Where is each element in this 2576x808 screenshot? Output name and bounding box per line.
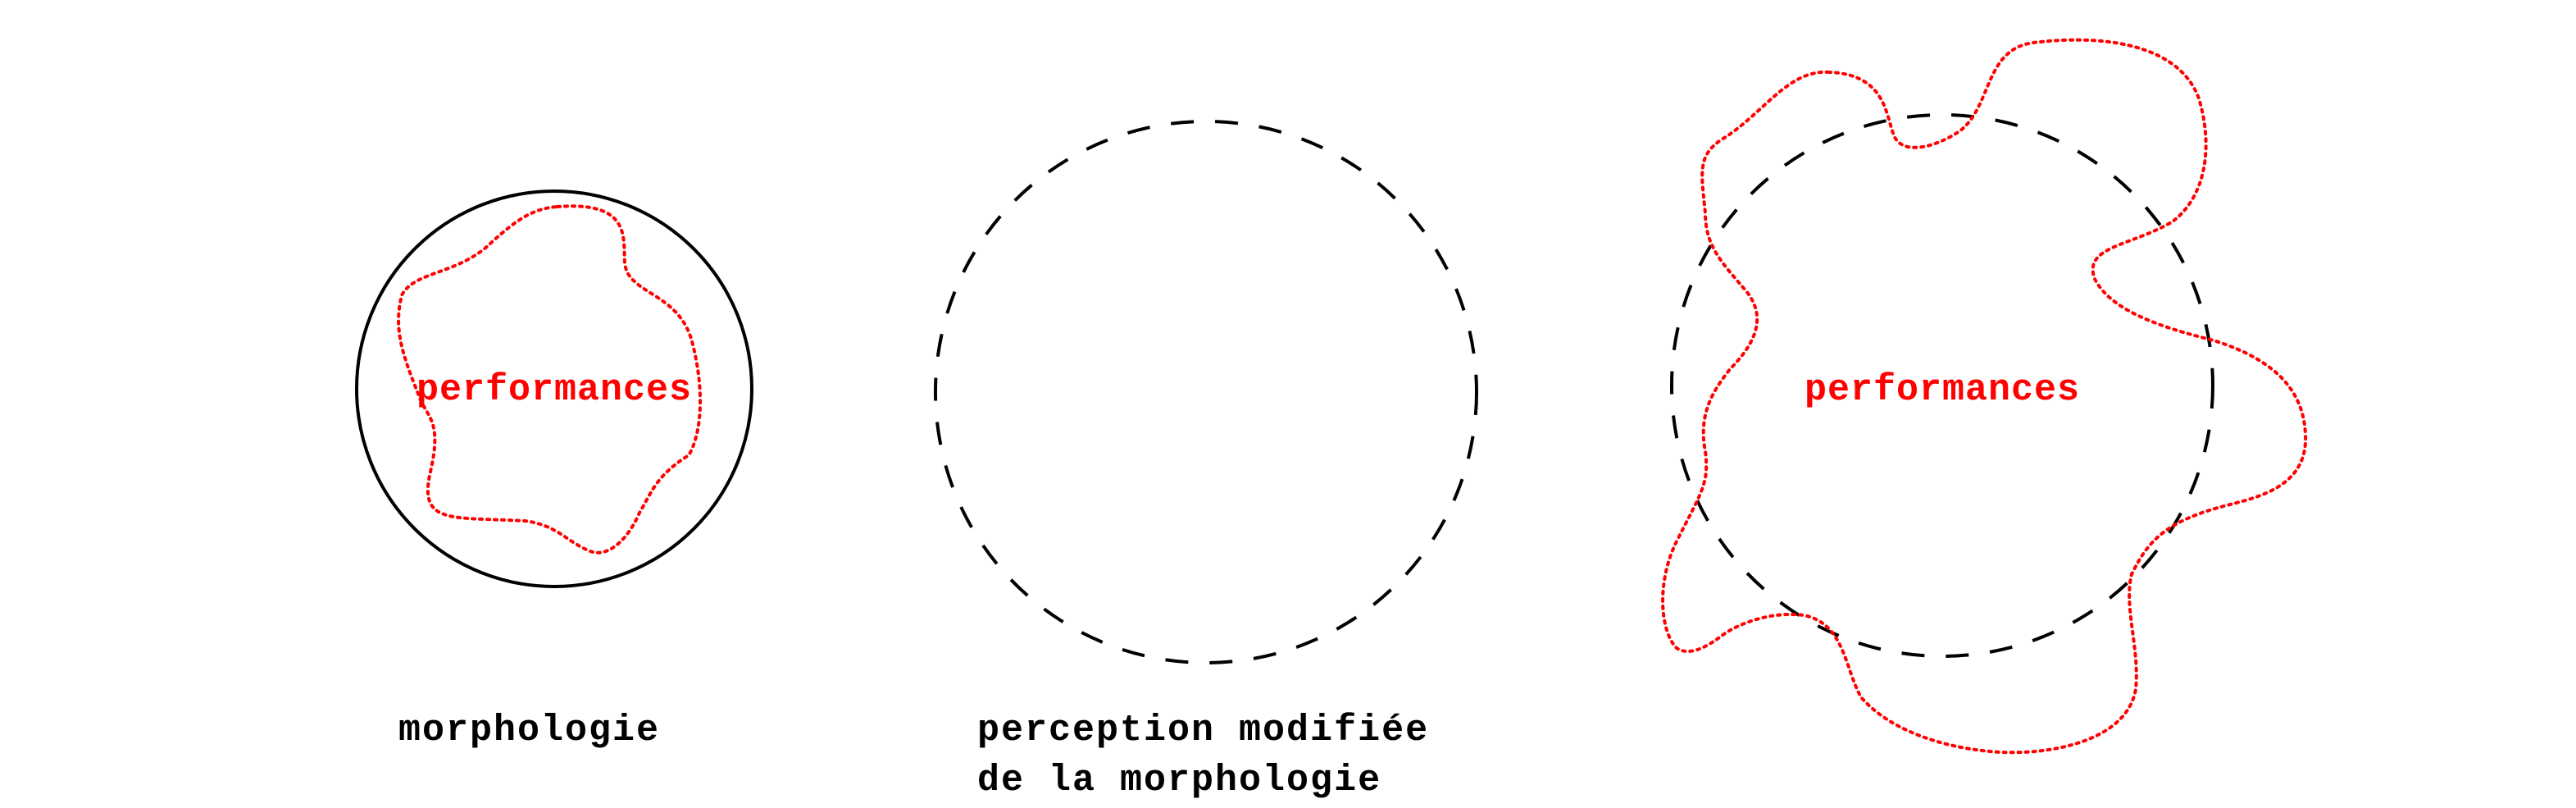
- performance-label-right: performances: [1805, 369, 2080, 411]
- caption-perception-line-2: de la morphologie: [977, 760, 1381, 801]
- caption-morphologie: morphologie: [398, 710, 660, 751]
- panel-perceived-morphology: perception modifiée de la morphologie: [934, 120, 1478, 801]
- performance-blob-inner: [397, 204, 703, 555]
- caption-perception-line-1: perception modifiée: [977, 710, 1429, 751]
- perceived-morphology-dashed-circle: [934, 120, 1478, 664]
- panel-morphology: performances morphologie: [355, 189, 753, 751]
- expanded-dashed-circle: [1670, 113, 2214, 658]
- performance-blob-outer: [1661, 38, 2308, 755]
- performance-label-left: performances: [416, 369, 692, 411]
- morphology-solid-circle: [355, 189, 753, 588]
- panel-performance-expanded: performances: [1661, 38, 2308, 755]
